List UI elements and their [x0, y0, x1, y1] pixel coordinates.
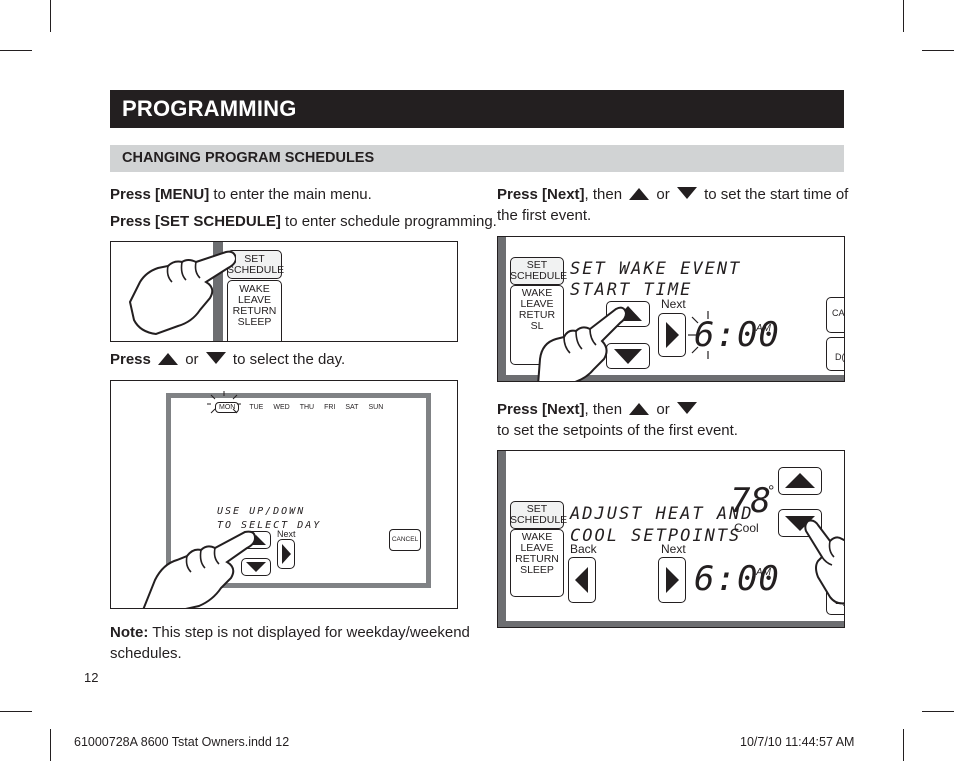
- instruction-select-day: Press or to select the day.: [110, 351, 346, 368]
- done-label: D(: [835, 352, 845, 362]
- down-button[interactable]: [606, 343, 650, 369]
- up-button[interactable]: [778, 467, 822, 495]
- crop-mark: [0, 50, 32, 51]
- display-frame: [213, 242, 223, 341]
- next-label: Next: [661, 297, 686, 311]
- instruction-set-schedule: Press [SET SCHEDULE] to enter schedule p…: [110, 213, 497, 230]
- down-arrow-icon: [785, 516, 815, 531]
- instruction-next-start-time-line2: the first event.: [497, 207, 592, 224]
- blink-rays-icon: [688, 311, 709, 359]
- display-frame: [498, 237, 506, 381]
- crop-mark: [0, 711, 32, 712]
- ampm-label: AM: [756, 567, 771, 578]
- mode-label: Cool: [734, 521, 759, 535]
- crop-mark: [922, 711, 954, 712]
- blink-rays-icon: [207, 391, 241, 414]
- pointing-hand-icon: [128, 250, 236, 336]
- next-button[interactable]: [658, 313, 686, 357]
- back-label: Back: [570, 542, 597, 556]
- display-frame: [498, 451, 506, 627]
- down-arrow-icon: [246, 562, 266, 572]
- cancel-label: CANCEL: [391, 536, 419, 543]
- crop-mark: [50, 729, 51, 761]
- time-display: 6:00: [694, 559, 780, 599]
- day[interactable]: SAT: [345, 404, 359, 411]
- down-arrow-icon: [676, 187, 697, 199]
- cancel-button[interactable]: CA: [826, 297, 845, 333]
- pointing-hand-icon: [537, 306, 628, 381]
- left-arrow-icon: [575, 567, 588, 593]
- right-arrow-icon: [282, 544, 291, 564]
- up-arrow-icon: [629, 403, 650, 415]
- display-frame-bottom: [498, 621, 844, 627]
- temperature-display: 78: [730, 481, 771, 521]
- crop-mark: [50, 0, 51, 32]
- next-button[interactable]: [658, 557, 686, 603]
- up-arrow-icon: [629, 188, 650, 200]
- ampm-label: AM: [756, 323, 771, 334]
- footer-timestamp: 10/7/10 11:44:57 AM: [740, 735, 855, 749]
- down-arrow-icon: [205, 352, 226, 364]
- day[interactable]: TUE: [249, 404, 264, 411]
- note-line-2: schedules.: [110, 645, 182, 662]
- instruction-menu: Press [MENU] to enter the main menu.: [110, 186, 372, 203]
- back-button[interactable]: [568, 557, 596, 603]
- instruction-next-start-time: Press [Next], then or to set the start t…: [497, 186, 849, 203]
- right-arrow-icon: [666, 322, 679, 348]
- next-label: Next: [277, 529, 296, 539]
- done-button[interactable]: D(: [826, 337, 845, 371]
- down-button[interactable]: [778, 509, 822, 537]
- down-button[interactable]: [241, 558, 271, 576]
- subsection-title: CHANGING PROGRAM SCHEDULES: [110, 145, 844, 172]
- crop-mark: [903, 729, 904, 761]
- schedule-periods-button[interactable]: [510, 529, 564, 597]
- day-selected[interactable]: MON: [215, 402, 240, 413]
- day[interactable]: THU: [299, 404, 315, 411]
- degree-symbol: °: [768, 483, 775, 500]
- cancel-button[interactable]: CANCEL: [389, 529, 421, 551]
- cancel-label: CA: [832, 308, 845, 318]
- footer-filename: 61000728A 8600 Tstat Owners.indd 12: [74, 735, 290, 749]
- up-arrow-icon: [158, 353, 179, 365]
- next-button[interactable]: [277, 539, 295, 569]
- instruction-next-setpoints: Press [Next], then or: [497, 399, 700, 420]
- note-line-1: Note: This step is not displayed for wee…: [110, 624, 470, 641]
- right-arrow-icon: [666, 567, 679, 593]
- section-title: PROGRAMMING: [110, 90, 844, 128]
- schedule-periods-button[interactable]: [227, 280, 282, 341]
- down-arrow-icon: [676, 402, 697, 414]
- crop-mark: [922, 50, 954, 51]
- display-frame-bottom: [498, 375, 844, 381]
- day[interactable]: WED: [273, 404, 290, 411]
- day-row: MON TUE WED THU FRI SAT SUN: [215, 402, 383, 413]
- day[interactable]: SUN: [368, 404, 384, 411]
- pointing-hand-icon: [804, 519, 844, 605]
- instruction-next-setpoints-line2: to set the setpoints of the first event.: [497, 422, 738, 439]
- down-arrow-icon: [614, 349, 642, 364]
- set-schedule-button[interactable]: [510, 257, 564, 285]
- up-arrow-icon: [785, 473, 815, 488]
- page-number: 12: [84, 670, 99, 685]
- crop-mark: [903, 0, 904, 32]
- set-schedule-button[interactable]: [510, 501, 564, 529]
- time-display: 6:00: [694, 315, 780, 355]
- day[interactable]: FRI: [324, 404, 336, 411]
- pointing-hand-icon: [142, 530, 257, 608]
- next-label: Next: [661, 542, 686, 556]
